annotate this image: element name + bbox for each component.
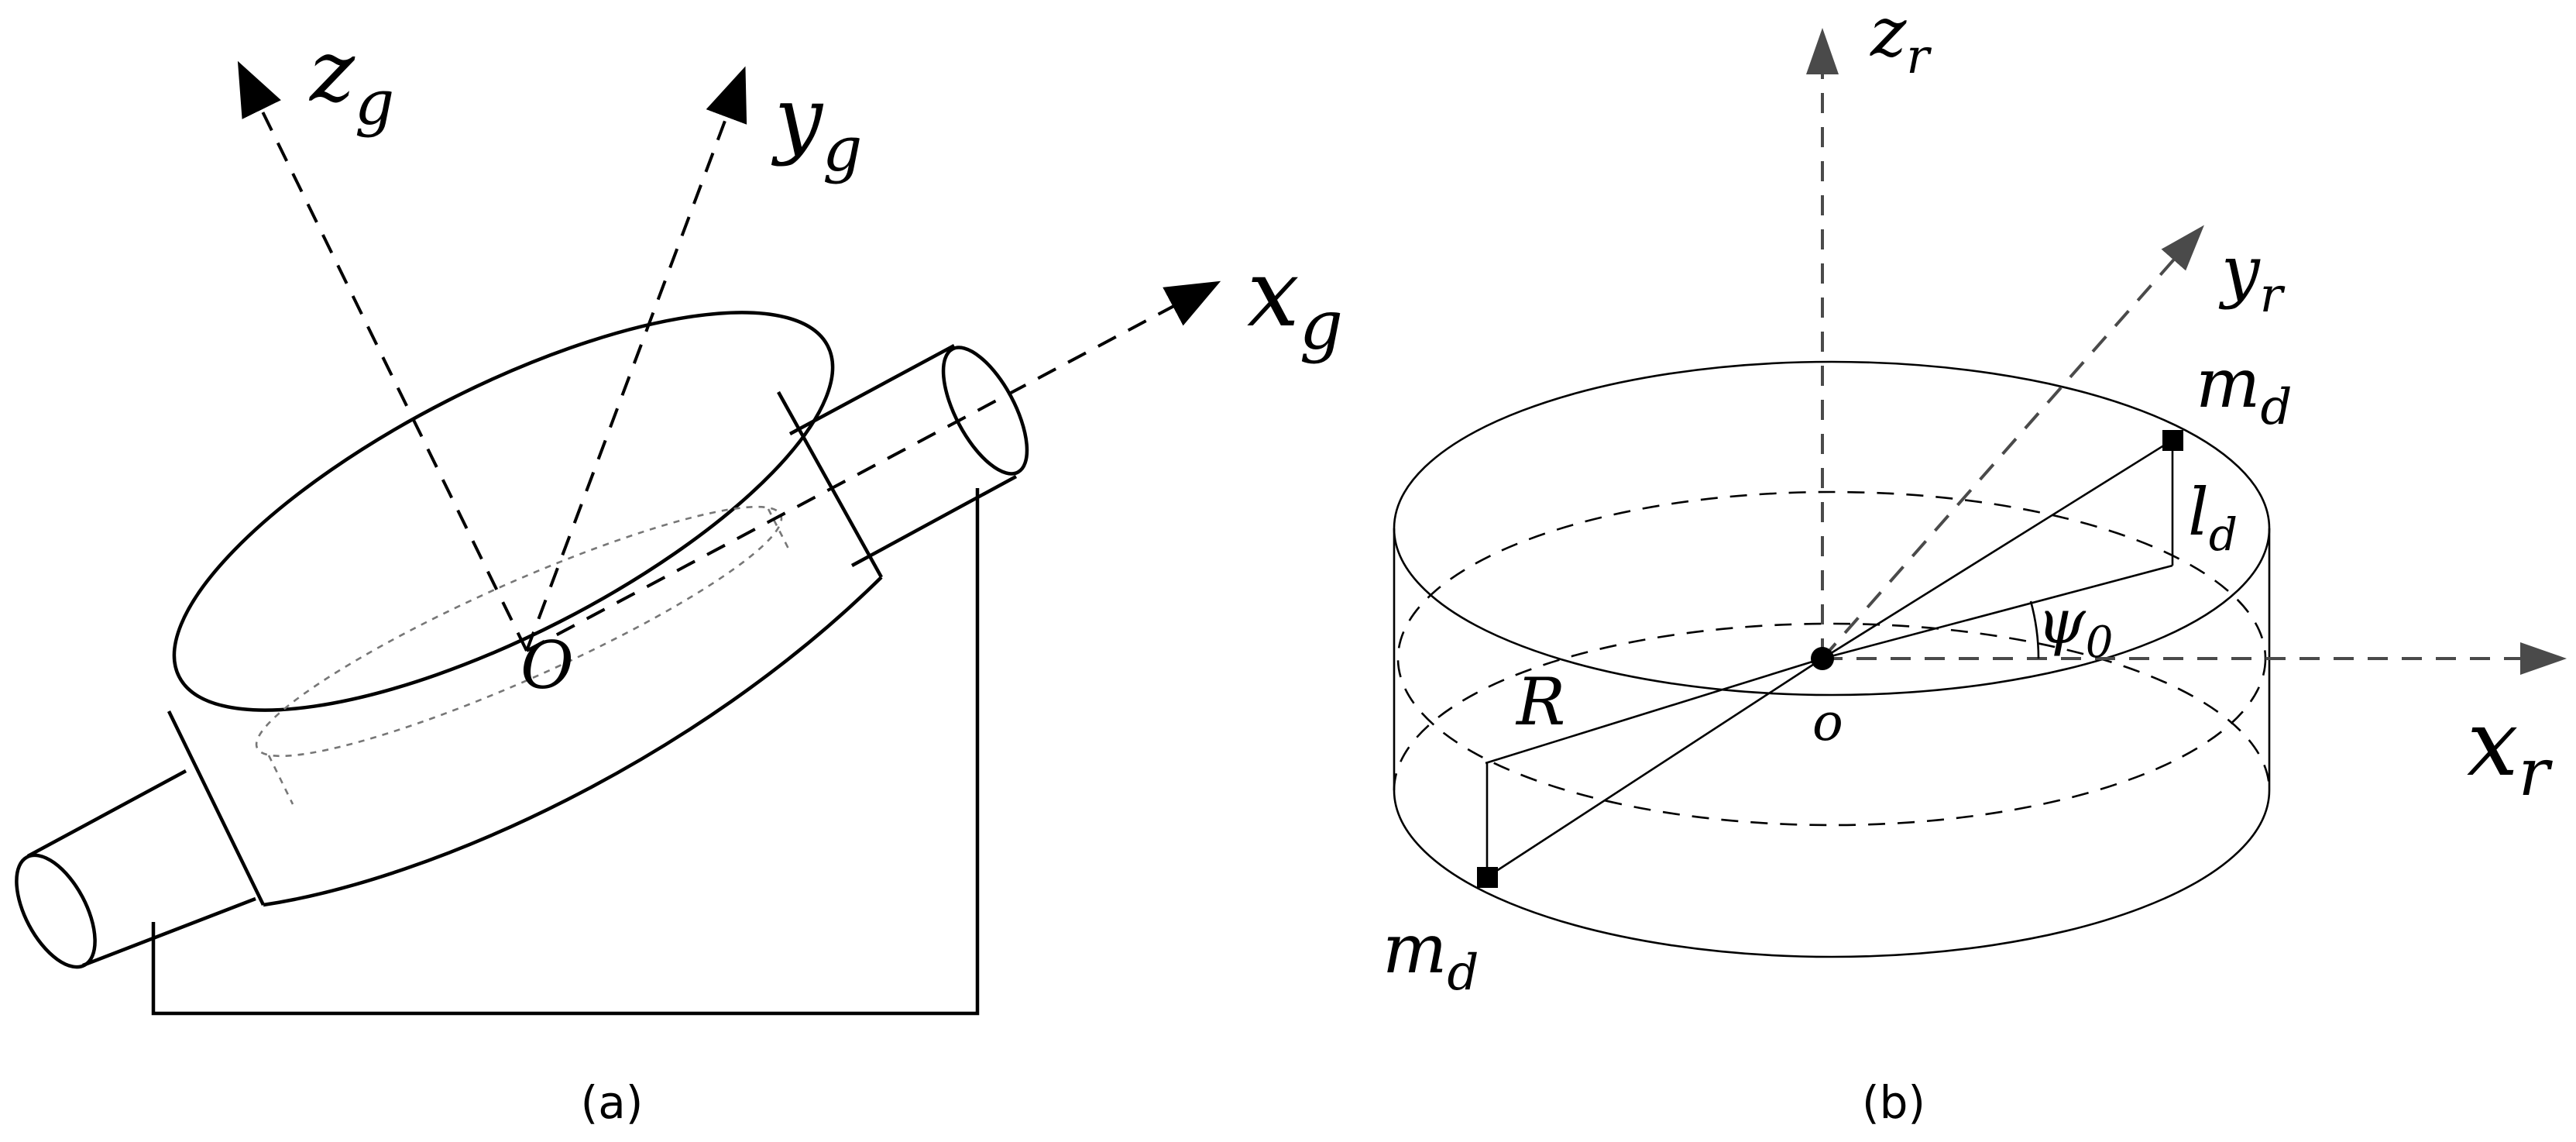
axis-y-g xyxy=(525,66,747,652)
panel-b-rotor-coordinates: zr yr xr md md ld ψ0 R o (b) xyxy=(1382,0,2567,1129)
cylinder-top-ellipse xyxy=(1393,360,2271,697)
axis-label-z-r: zr xyxy=(1870,0,1932,84)
right-shaft xyxy=(788,344,1029,567)
radius-label: R xyxy=(1515,664,1565,740)
axis-x-g xyxy=(526,280,1221,652)
axis-label-z-g: zg xyxy=(308,22,394,139)
support-base xyxy=(151,488,980,1016)
mass-geometry xyxy=(1485,439,2174,879)
axis-label-y-r: yr xyxy=(2218,231,2286,323)
height-label: ld xyxy=(2188,474,2238,561)
mass-label-bottom: md xyxy=(1382,909,1479,1002)
housing-top-face xyxy=(172,311,835,712)
cylinder-bottom-hidden xyxy=(1393,622,2271,791)
axis-label-y-g: yg xyxy=(771,68,862,185)
caption-b: (b) xyxy=(1862,1076,1925,1129)
axis-label-x-r: xr xyxy=(2467,690,2554,810)
mass-point-top xyxy=(2162,430,2183,451)
angle-arc xyxy=(2029,600,2040,659)
axis-y-r xyxy=(1821,225,2204,660)
origin-label-b: o xyxy=(1812,693,1843,752)
gyro-housing xyxy=(167,311,883,907)
panel-a-gyroscope-on-mount: zg yg xg O (a) xyxy=(15,22,1343,1129)
origin-point xyxy=(1811,647,1834,670)
axis-label-x-g: xg xyxy=(1247,240,1343,365)
mass-point-bottom xyxy=(1477,867,1498,888)
mass-label-top: md xyxy=(2196,343,2292,436)
angle-label: ψ0 xyxy=(2037,586,2113,668)
axis-z-g xyxy=(237,60,528,652)
left-shaft xyxy=(15,769,256,969)
caption-a: (a) xyxy=(581,1076,644,1129)
origin-label-a: O xyxy=(520,628,574,703)
